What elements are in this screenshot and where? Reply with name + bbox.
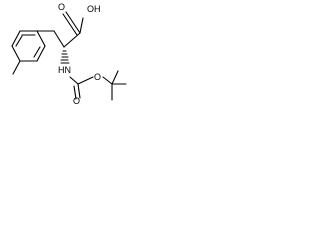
carbamate-double-bond — [73, 85, 77, 100]
chain-bond-2 — [79, 17, 84, 34]
methyl-bond — [12, 60, 21, 75]
benzene-ring — [11, 30, 46, 62]
carbamate-ester-oxygen-label: O — [94, 72, 101, 82]
hydroxyl-label: OH — [87, 4, 101, 14]
benzyl-bond-2 — [53, 30, 65, 48]
amide-bond — [69, 76, 79, 85]
chain-bond-1 — [63, 32, 81, 48]
tbutyl-bond-3 — [111, 70, 119, 85]
structure-canvas: OH O HN O O — [0, 0, 143, 104]
amine-label: HN — [58, 65, 71, 75]
carbamate-bond-1 — [77, 83, 81, 99]
structure-diagram: OH O HN O O — [11, 2, 127, 104]
carbamate-bond-2 — [77, 76, 94, 85]
acid-carbonyl-bond-2 — [62, 13, 78, 36]
ester-oxygen-bond — [102, 76, 113, 85]
acid-carbonyl-bond — [65, 11, 81, 34]
acid-oxygen-label: O — [58, 2, 65, 12]
stereo-wedge — [60, 50, 70, 64]
carbamate-carbonyl-oxygen-label: O — [73, 96, 80, 104]
